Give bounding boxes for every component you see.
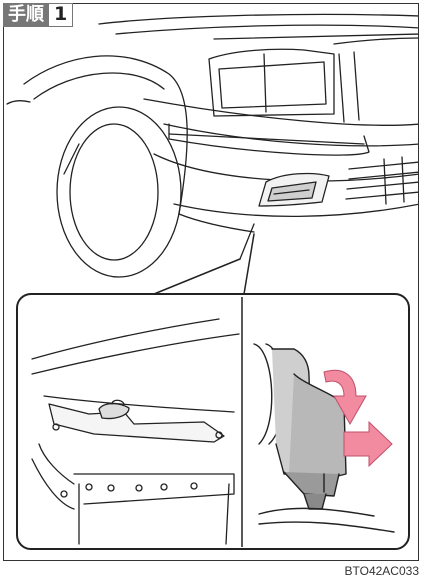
step-label: 手順 1 <box>3 3 73 27</box>
car-front-bumper-illustration <box>4 4 419 561</box>
illustration-frame <box>3 3 419 561</box>
step-number: 1 <box>49 3 73 27</box>
tire <box>57 107 181 277</box>
step-word: 手順 <box>3 3 49 27</box>
figure-code: BTO42AC033 <box>345 564 420 578</box>
